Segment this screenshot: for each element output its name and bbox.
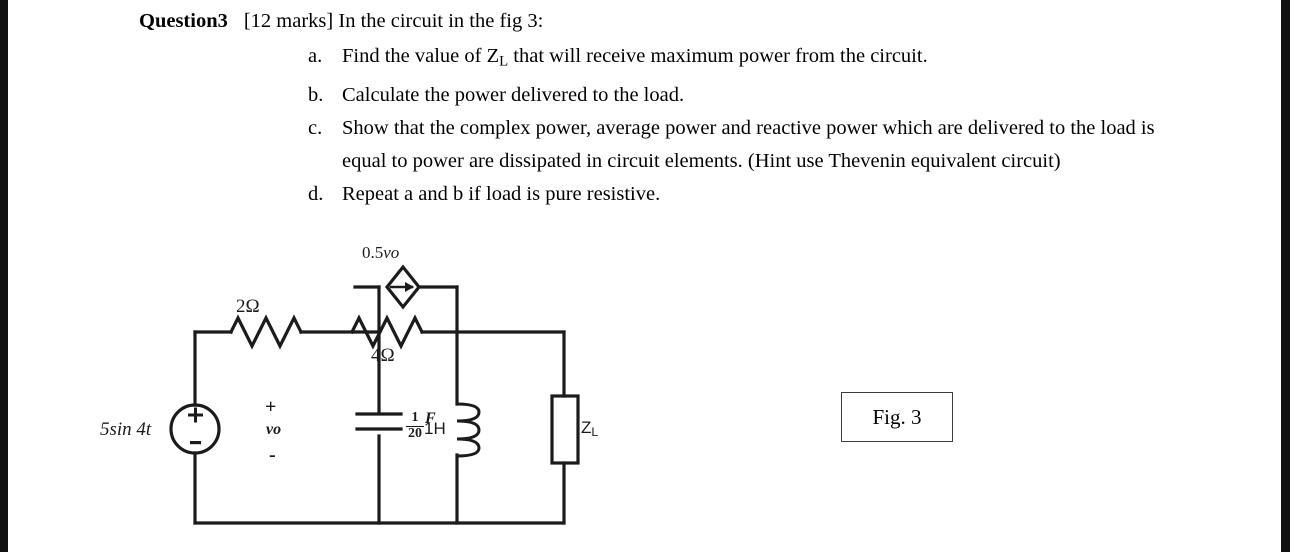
list-item: a. Find the value of ZL that will receiv… — [308, 40, 1199, 79]
capacitor-unit: F — [425, 410, 436, 427]
subscript: L — [499, 53, 509, 70]
question-number: Question3 — [139, 10, 228, 32]
question-block: Question3 [12 marks] In the circuit in t… — [139, 6, 1199, 211]
capacitor-value-label: 1 20 F — [406, 410, 436, 442]
list-item: b. Calculate the power delivered to the … — [308, 79, 1199, 112]
list-item-marker: c. — [308, 116, 323, 139]
source-plus-vertical — [194, 407, 197, 423]
node-voltage-label: vo — [266, 421, 282, 438]
voltage-source-polarity — [188, 407, 203, 445]
inductor-coil — [455, 402, 481, 458]
node-voltage-minus: - — [269, 444, 276, 466]
inductor-label: 1H — [424, 419, 446, 438]
dependent-source-label: 0.5vo — [362, 243, 400, 262]
list-item-text: Calculate the power delivered to the loa… — [342, 83, 685, 106]
resistor-4ohm-label: 4Ω — [371, 345, 395, 366]
resistor-2ohm-label: 2Ω — [236, 296, 260, 317]
question-sublist: a. Find the value of ZL that will receiv… — [139, 40, 1199, 211]
capacitor-denominator: 20 — [408, 426, 422, 442]
question-heading: Question3 [12 marks] In the circuit in t… — [139, 6, 1199, 36]
figure-caption-label: Fig. 3 — [872, 404, 922, 429]
load-impedance-label: ZL — [581, 418, 599, 440]
list-item-text: Show that the complex power, average pow… — [342, 116, 1155, 172]
list-item-marker: d. — [308, 182, 324, 205]
figure-caption-box: Fig. 3 — [841, 392, 953, 442]
resistor-2ohm-zigzag — [228, 314, 304, 350]
list-item: d. Repeat a and b if load is pure resist… — [308, 178, 1199, 211]
load-subscript: L — [591, 425, 599, 440]
voltage-source-label: 5sin 4t — [100, 419, 152, 440]
dependent-source-diamond — [384, 264, 422, 310]
capacitor-numerator: 1 — [406, 411, 424, 428]
dependent-source-variable: vo — [383, 243, 400, 262]
list-item-text: Repeat a and b if load is pure resistive… — [342, 182, 661, 205]
list-item-marker: a. — [308, 45, 323, 67]
load-impedance-box — [550, 394, 580, 465]
capacitor-fraction: 1 20 — [406, 411, 424, 441]
list-item-marker: b. — [308, 83, 324, 106]
node-voltage-plus: + — [265, 396, 277, 418]
page-right-edge — [1281, 0, 1290, 552]
list-item: c. Show that the complex power, average … — [308, 112, 1199, 178]
voltage-source-circle — [169, 403, 221, 455]
resistor-4ohm-zigzag — [349, 314, 425, 350]
source-minus — [190, 441, 201, 445]
list-item-text: Find the value of ZL that will receive m… — [342, 45, 928, 70]
page-left-edge — [0, 0, 8, 552]
dependent-source-arrow-head — [405, 282, 414, 292]
question-intro: [12 marks] In the circuit in the fig 3: — [243, 10, 544, 32]
